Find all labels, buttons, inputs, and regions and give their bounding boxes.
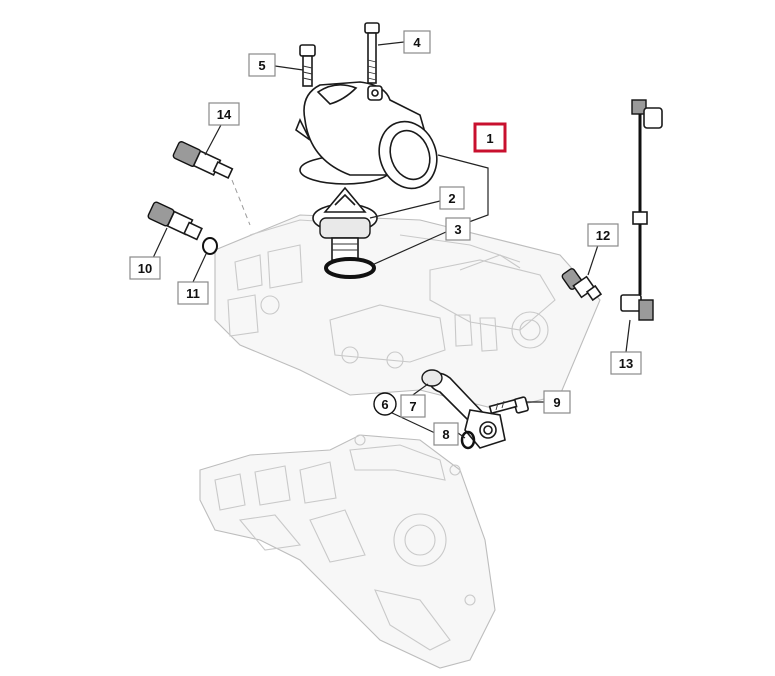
callout-2-label: 2 [448, 191, 455, 206]
callout-2-box [439, 186, 465, 210]
callout-6-circle [373, 392, 397, 416]
callout-7: 7 [400, 394, 426, 418]
callout-13-label: 13 [619, 356, 633, 371]
callout-1-label: 1 [486, 131, 493, 146]
callout-9: 9 [543, 390, 571, 414]
washer-11-part [202, 237, 218, 255]
callout-10-box [129, 256, 161, 280]
callout-9-box [543, 390, 571, 414]
callout-3: 3 [445, 217, 471, 241]
callout-4-label: 4 [413, 35, 421, 50]
callout-9-label: 9 [553, 395, 560, 410]
callout-4-box [403, 30, 431, 54]
pipe-o-ring-part [460, 430, 476, 450]
callout-12: 12 [587, 223, 619, 247]
callout-6-label: 6 [381, 397, 388, 412]
callout-5: 5 [248, 53, 276, 77]
callout-12-box [587, 223, 619, 247]
callout-5-label: 5 [258, 58, 265, 73]
callout-8: 8 [433, 422, 459, 446]
callout-13: 13 [610, 351, 642, 375]
callout-2: 2 [439, 186, 465, 210]
o-ring-seal-part [324, 257, 376, 279]
callout-10-label: 10 [138, 261, 152, 276]
callout-13-box [610, 351, 642, 375]
callout-10: 10 [129, 256, 161, 280]
callout-3-label: 3 [454, 222, 461, 237]
timing-cover-ghost [199, 434, 496, 669]
callout-11: 11 [177, 281, 209, 305]
pipe-bolt-part [488, 396, 529, 415]
thermostat-element-part [312, 186, 378, 261]
callout-1-box [473, 122, 507, 153]
callout-14-box [208, 102, 240, 126]
temp-sensor-14-part [172, 141, 251, 226]
callout-5-box [248, 53, 276, 77]
callout-1: 1 [473, 122, 507, 153]
sensor-10-part [147, 201, 203, 241]
callout-11-box [177, 281, 209, 305]
callout-8-box [433, 422, 459, 446]
callout-7-box [400, 394, 426, 418]
engine-block-ghost [214, 214, 601, 411]
wiring-harness-13-part [620, 99, 663, 321]
callout-7-label: 7 [409, 399, 416, 414]
callout-4: 4 [403, 30, 431, 54]
callout-12-label: 12 [596, 228, 610, 243]
callout-8-label: 8 [442, 427, 449, 442]
thermostat-housing-part [295, 81, 438, 190]
callout-14: 14 [208, 102, 240, 126]
callout-3-box [445, 217, 471, 241]
callout-6: 6 [373, 392, 397, 416]
callout-11-label: 11 [186, 286, 200, 301]
callout-14-label: 14 [217, 107, 232, 122]
long-bolt-part [364, 22, 380, 84]
short-bolt-part [299, 44, 316, 87]
sensor-12-part [561, 268, 603, 302]
